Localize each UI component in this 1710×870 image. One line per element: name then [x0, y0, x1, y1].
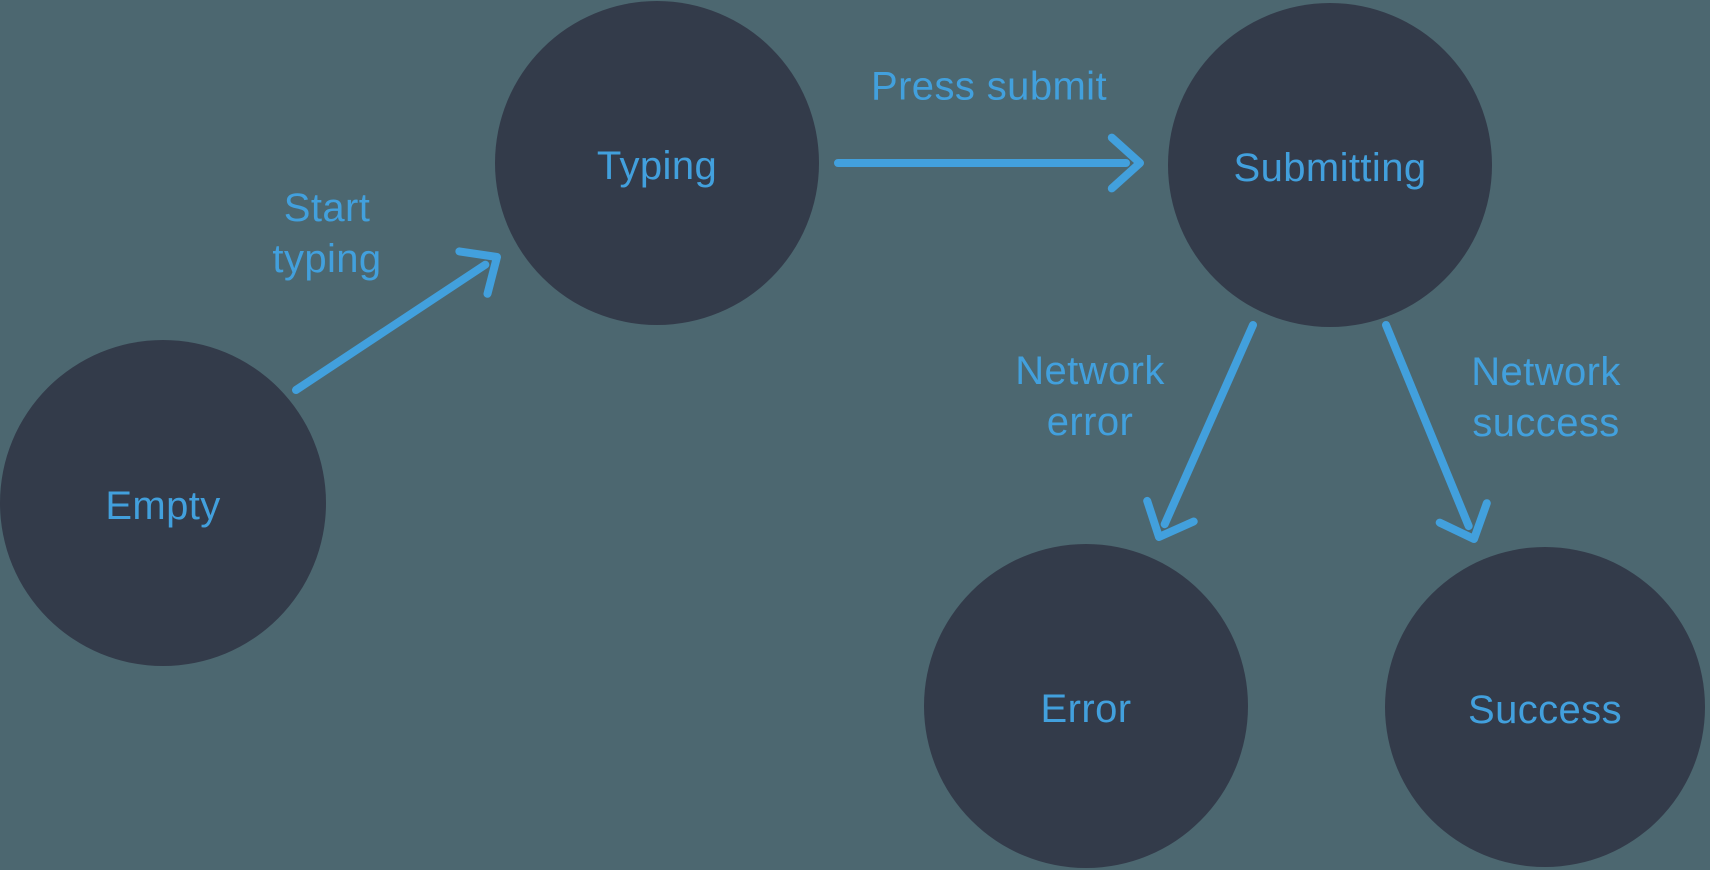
transition-label-line: error: [1046, 400, 1134, 444]
state-node-success: Success: [1385, 547, 1705, 867]
transition-label-network-error: Network error: [1015, 346, 1165, 448]
state-label-empty: Empty: [105, 483, 221, 528]
transition-arrow-start-typing: [292, 247, 501, 394]
transition-label-network-success: Network success: [1471, 347, 1621, 449]
transition-label-line: success: [1472, 401, 1620, 445]
transition-arrow-network-error: [1143, 321, 1257, 541]
transition-label-start-typing: Start typing: [272, 183, 381, 285]
state-label-submitting: Submitting: [1233, 145, 1427, 190]
state-label-typing: Typing: [596, 143, 718, 188]
state-node-typing: Typing: [495, 1, 819, 325]
transition-label-press-submit: Press submit: [871, 62, 1107, 113]
state-node-submitting: Submitting: [1168, 3, 1492, 327]
transition-label-line: Network: [1471, 350, 1621, 394]
state-node-error: Error: [924, 544, 1248, 868]
transition-arrow-network-success: [1382, 321, 1491, 543]
transition-label-line: Press submit: [871, 64, 1107, 109]
state-node-empty: Empty: [0, 340, 326, 666]
transition-label-line: Start: [283, 186, 371, 230]
state-label-error: Error: [1040, 686, 1132, 731]
transition-arrow-press-submit: [834, 133, 1144, 193]
transition-label-line: Network: [1015, 349, 1165, 393]
transition-label-line: typing: [272, 237, 382, 281]
state-label-success: Success: [1468, 687, 1622, 732]
